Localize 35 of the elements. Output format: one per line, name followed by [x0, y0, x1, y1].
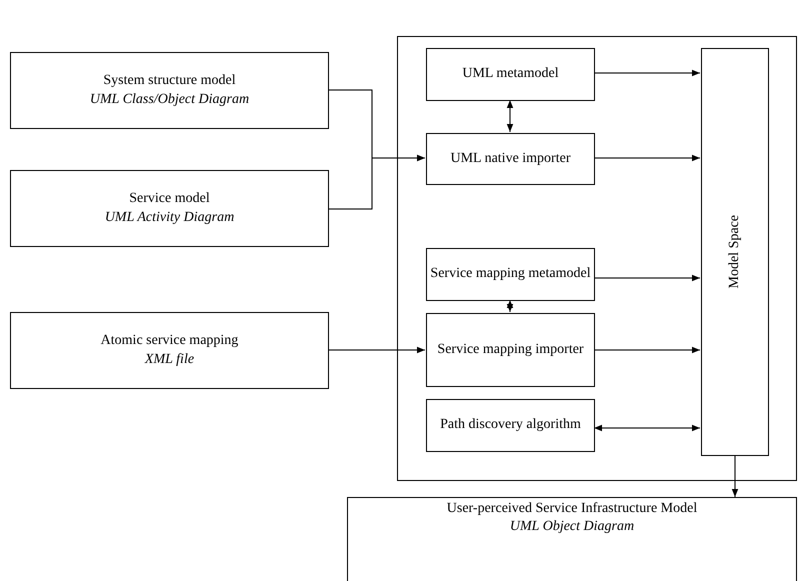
- diagram-type-text: XML file: [144, 350, 194, 368]
- input-model-box: [10, 312, 329, 389]
- component-box: [426, 399, 595, 452]
- node-title: Model Space: [726, 215, 743, 289]
- diagram-type-text: UML Object Diagram: [510, 518, 634, 536]
- component-box: [426, 48, 595, 101]
- arrow: [594, 346, 700, 354]
- node-title: UML native importer: [450, 150, 570, 168]
- arrow: [328, 154, 426, 210]
- model-space-box: [701, 48, 769, 456]
- input-model-box: [10, 52, 329, 129]
- arrow: [594, 70, 700, 76]
- input-model-box: [10, 170, 329, 247]
- diagram-type-text: UML Activity Diagram: [104, 208, 234, 226]
- component-box: [426, 313, 595, 387]
- node-title: System structure model: [103, 72, 236, 90]
- node-title: Service model: [129, 190, 210, 208]
- arrow: [506, 100, 514, 132]
- node-title: UML metamodel: [462, 65, 559, 84]
- arrow: [594, 424, 700, 432]
- node-title: User-perceived Service Infrastructure Model: [446, 500, 698, 518]
- arrow: [594, 154, 700, 162]
- arrow: [732, 454, 738, 498]
- node-title: Path discovery algorithm: [440, 416, 581, 434]
- diagram-type-text: UML Class/Object Diagram: [90, 90, 250, 108]
- component-box: [426, 133, 595, 185]
- output-model-box: [347, 497, 797, 581]
- arrow: [506, 300, 514, 312]
- framework-frame: [397, 36, 797, 481]
- node-title: Atomic service mapping: [100, 332, 238, 350]
- arrow: [328, 346, 426, 354]
- component-box: [426, 248, 595, 301]
- node-title: Service mapping importer: [437, 340, 584, 359]
- node-title: Service mapping metamodel: [430, 265, 591, 284]
- arrow: [594, 274, 700, 282]
